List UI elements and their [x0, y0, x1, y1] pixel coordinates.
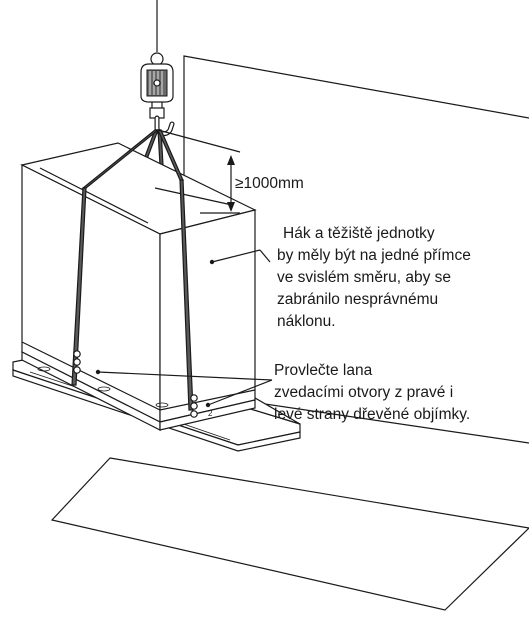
pulley-block-icon [140, 52, 174, 119]
floor-outline [50, 457, 529, 611]
wooden-frame: 2 [21, 351, 256, 431]
lifting-holes [73, 350, 198, 418]
dimension-label: ≥1000mm [235, 175, 304, 192]
alignment-note: Hák a těžiště jednotky by měly být na je… [277, 225, 475, 330]
alignment-note-line: Hák a těžiště jednotky [283, 225, 435, 242]
ropes-note-line: Provlečte lana [274, 362, 373, 379]
ropes-note-line: zvedacími otvory z pravé i [274, 384, 453, 401]
front-straps [71, 129, 194, 411]
packed-unit [20, 142, 257, 423]
ropes-note: Provlečte lana zvedacími otvory z pravé … [274, 362, 470, 423]
dimension-marker [157, 129, 241, 214]
alignment-note-line: by měly být na jedné přímce [277, 247, 471, 264]
alignment-note-line: ve svislém směru, aby se [277, 269, 451, 286]
alignment-note-line: zabránilo nesprávnému [277, 291, 438, 308]
leader-lines [95, 249, 273, 408]
ropes-note-line: levé strany dřevěné objímky. [274, 406, 470, 423]
alignment-note-line: náklonu. [277, 313, 336, 330]
svg-text:2: 2 [208, 409, 213, 418]
